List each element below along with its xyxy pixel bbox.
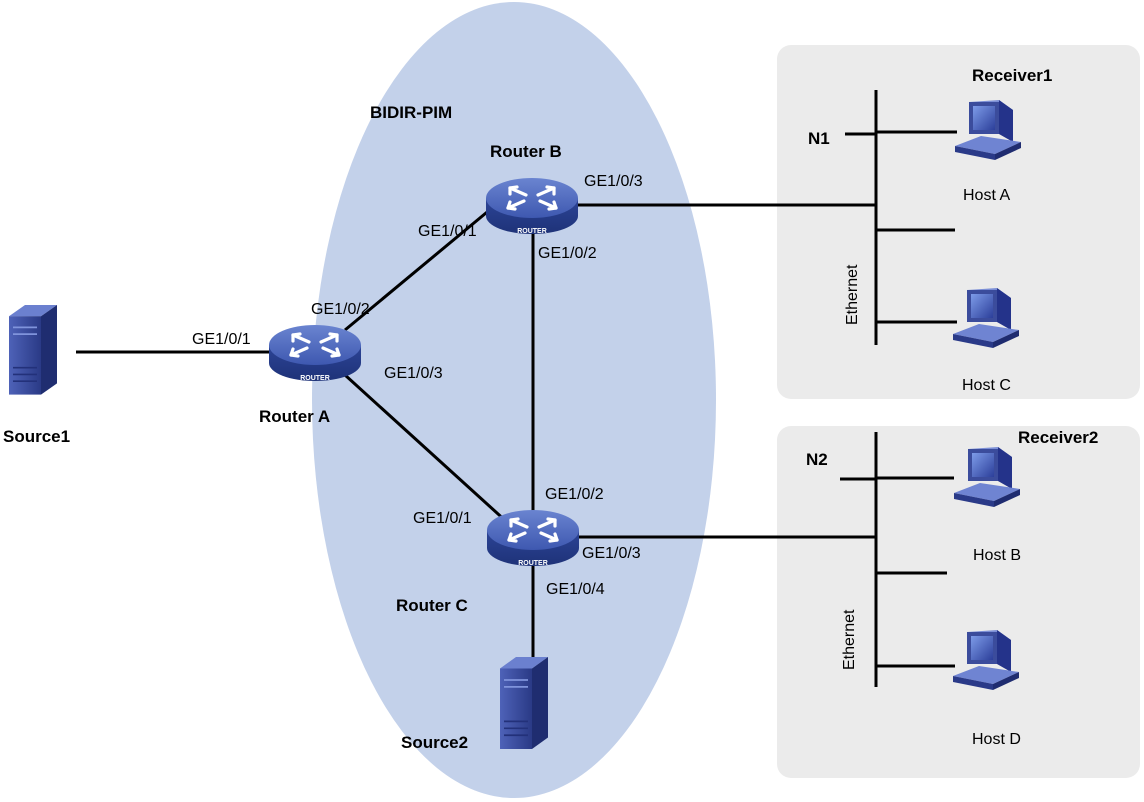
router-c-label: Router C — [396, 596, 468, 615]
ethernet-segment-n2 — [840, 432, 955, 687]
link-router-a-router-c — [343, 373, 510, 525]
source2-label: Source2 — [401, 733, 468, 752]
network-n2-label: N2 — [806, 450, 828, 469]
router-b-label: Router B — [490, 142, 562, 161]
source1-label: Source1 — [3, 427, 70, 446]
router-b-ge3-label: GE1/0/3 — [584, 173, 643, 190]
receiver2-title: Receiver2 — [1018, 428, 1098, 447]
receiver2-area — [777, 426, 1140, 778]
bidir-pim-domain — [312, 2, 716, 798]
router-b-ge2-label: GE1/0/2 — [538, 245, 597, 262]
host-a-label: Host A — [963, 187, 1010, 204]
router-c-icon: ROUTER — [485, 508, 581, 568]
router-a-badge: ROUTER — [300, 375, 330, 382]
link-router-a-router-b — [344, 201, 499, 332]
router-c-ge4-label: GE1/0/4 — [546, 581, 605, 598]
router-c-badge: ROUTER — [518, 560, 548, 567]
source2-server-icon — [499, 656, 549, 750]
router-a-ge3-label: GE1/0/3 — [384, 365, 443, 382]
router-a-label: Router A — [259, 407, 330, 426]
router-a-ge1-label: GE1/0/1 — [192, 331, 251, 348]
receiver1-title: Receiver1 — [972, 66, 1052, 85]
router-a-ge2-label: GE1/0/2 — [311, 301, 370, 318]
router-b-icon: ROUTER — [484, 176, 580, 236]
ethernet-n2-label: Ethernet — [841, 609, 858, 670]
router-c-ge2-label: GE1/0/2 — [545, 486, 604, 503]
router-b-badge: ROUTER — [517, 228, 547, 235]
router-a-icon: ROUTER — [267, 323, 363, 383]
router-c-ge3-label: GE1/0/3 — [582, 545, 641, 562]
receiver1-area — [777, 45, 1140, 399]
router-c-ge1-label: GE1/0/1 — [413, 510, 472, 527]
domain-title: BIDIR-PIM — [370, 103, 452, 122]
source1-server-icon — [8, 304, 58, 396]
router-b-ge1-label: GE1/0/1 — [418, 223, 477, 240]
host-b-label: Host B — [973, 547, 1021, 564]
host-c-label: Host C — [962, 377, 1011, 394]
network-n1-label: N1 — [808, 129, 830, 148]
ethernet-n1-label: Ethernet — [844, 264, 861, 325]
ethernet-segment-n1 — [845, 90, 957, 345]
host-d-label: Host D — [972, 731, 1021, 748]
